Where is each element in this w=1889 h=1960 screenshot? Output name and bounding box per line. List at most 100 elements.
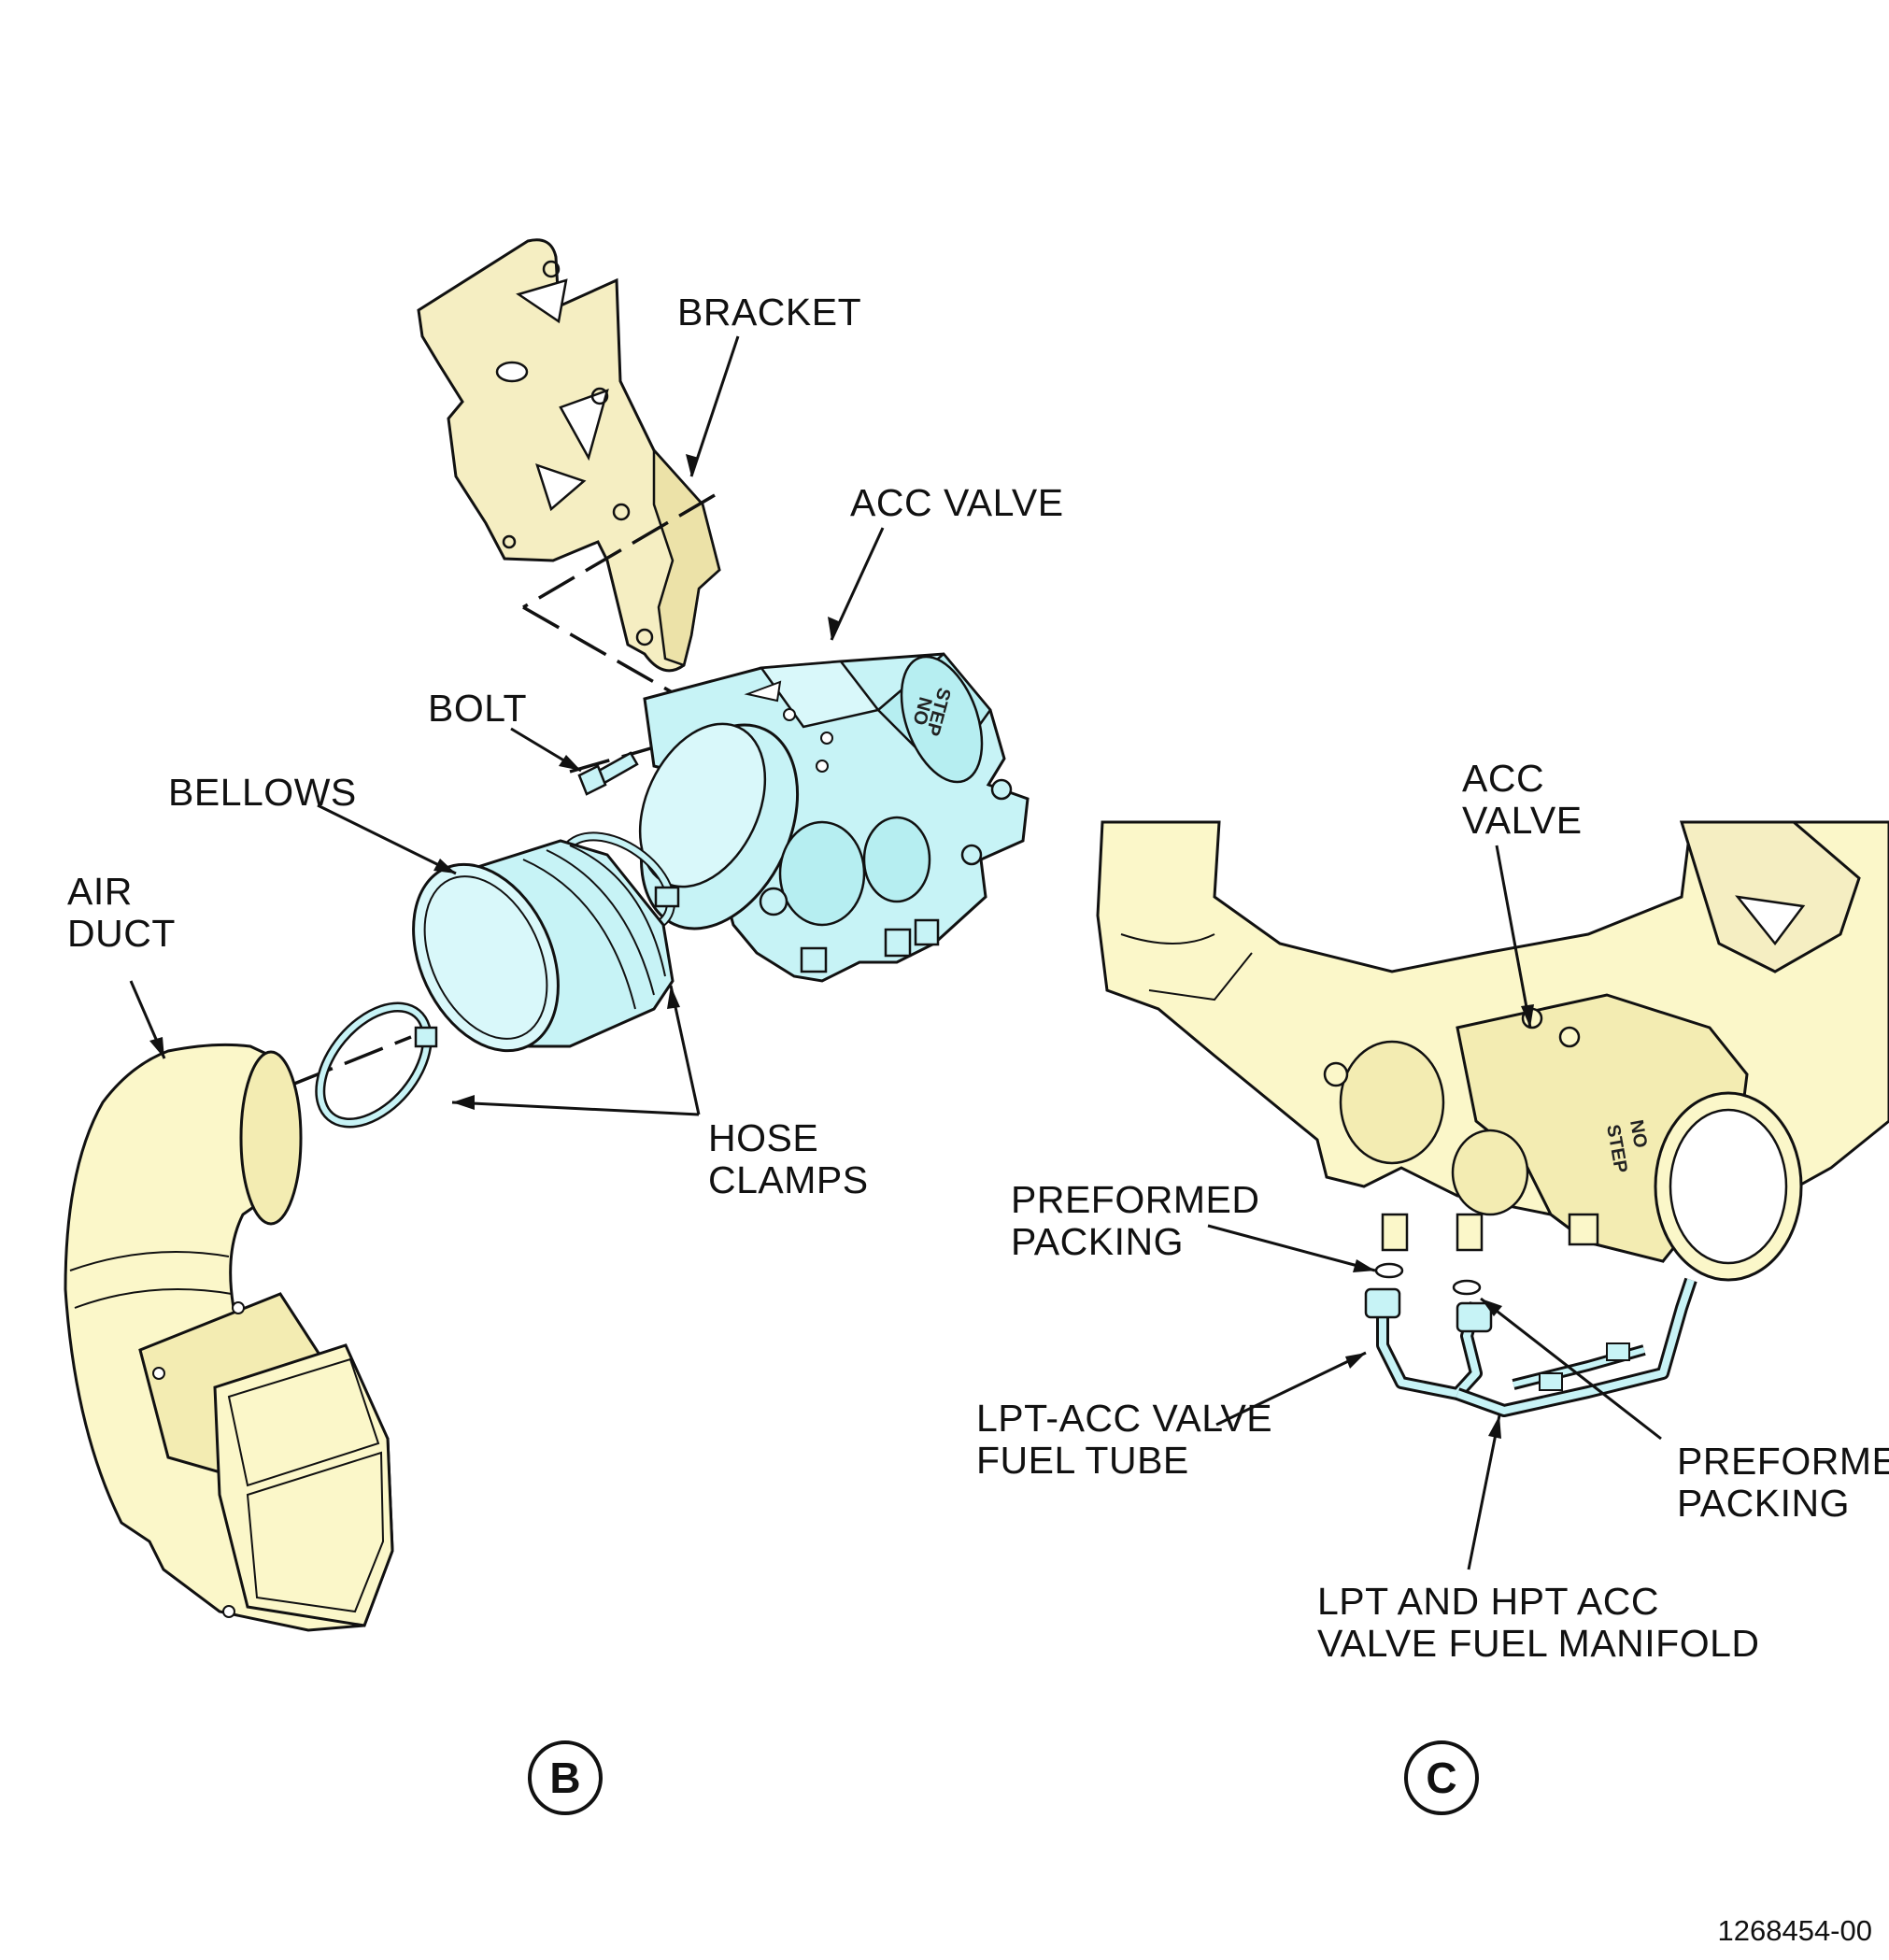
label-preformed-packing-right: PREFORMED [1677, 1440, 1889, 1483]
valve-fastener [816, 760, 829, 773]
bracket-c [1679, 820, 1861, 973]
duct-fastener [222, 1605, 235, 1618]
alignment-line [569, 746, 655, 774]
arrowhead [686, 454, 699, 476]
valve-fitting [990, 778, 1013, 801]
flow-arrow-icon [744, 680, 782, 703]
hose-clamp-lower [315, 1001, 438, 1129]
installed-view-c: NO STEP [1096, 820, 1889, 1296]
duct-fastener [232, 1301, 245, 1314]
label-air-duct: DUCT [67, 912, 176, 955]
lpt-hpt-acc-valve-fuel-manifold [1455, 1277, 1697, 1417]
lpt-hpt-acc-valve-fuel-manifold-fill [1456, 1278, 1695, 1414]
bellows [412, 839, 675, 1053]
bellows-convolution [522, 859, 636, 1010]
fuel-tubes [1364, 1277, 1697, 1417]
leader-acc-valve-b [830, 527, 885, 641]
label-acc-valve-c: ACC [1462, 757, 1544, 800]
no-step-stencil-c: NO [1626, 1118, 1651, 1149]
fitting-c [1568, 1213, 1599, 1246]
label-lpt-acc-valve-fuel-tube: LPT-ACC VALVE [976, 1397, 1272, 1440]
leader-preformed-packing-left [1207, 1224, 1376, 1272]
label-bellows: BELLOWS [168, 771, 357, 814]
bracket-bolt-hole [612, 503, 631, 521]
arrowhead [667, 986, 680, 1009]
label-hose-clamps: CLAMPS [708, 1158, 869, 1201]
label-preformed-packing-left: PREFORMED [1011, 1178, 1259, 1221]
valve-fitting [884, 928, 912, 958]
bellows-convolution [546, 849, 655, 996]
arrowhead [1481, 1299, 1502, 1316]
bolt-head [577, 764, 607, 796]
duct-fastener [152, 1367, 165, 1380]
actuator-c [1451, 1129, 1529, 1216]
bellows-convolution [569, 845, 666, 977]
bracket-cutout [559, 389, 609, 462]
manifold-clip [1606, 1342, 1630, 1361]
bracket-cutout [516, 278, 568, 324]
valve-fitting [759, 887, 788, 916]
arrowhead [828, 617, 841, 640]
label-hose-clamps: HOSE [708, 1116, 818, 1159]
clamp-band-fill [317, 1004, 431, 1126]
structure-edge [1148, 952, 1253, 1001]
leader-preformed-packing-right [1480, 1297, 1662, 1441]
view-c-letter: C [1426, 1754, 1456, 1802]
label-bracket: BRACKET [677, 291, 861, 334]
acc-valve-c-bore [1669, 1108, 1788, 1265]
arrowhead [433, 859, 456, 873]
valve-fitting [800, 946, 828, 973]
leader-bracket [689, 335, 740, 477]
valve-fastener [820, 731, 833, 745]
valve-fastener [783, 708, 796, 721]
tube-nut [1456, 1301, 1493, 1333]
arrowhead [149, 1037, 164, 1058]
tube-nut [1364, 1287, 1401, 1319]
acc-valve-b: NO STEP [638, 652, 1030, 983]
duct-seam [69, 1251, 230, 1271]
label-preformed-packing-right: PACKING [1677, 1482, 1850, 1525]
duct-inlet [239, 1050, 303, 1226]
leader-lpt-fuel-tube [1215, 1351, 1367, 1427]
fitting-c [1456, 1213, 1484, 1252]
valve-port [900, 655, 984, 784]
clamp-latch [654, 886, 680, 908]
valve-actuator [778, 820, 866, 927]
fitting-c [1323, 1061, 1349, 1087]
preformed-packing-left-ring [1374, 1262, 1404, 1279]
bracket-bolt-hole [590, 387, 609, 405]
preformed-packing-right-ring [1452, 1279, 1482, 1296]
callout-labels: BRACKET ACC VALVE BOLT BELLOWS AIR DUCT … [67, 291, 1889, 1665]
structure-edge [1120, 933, 1215, 944]
arrowhead [1345, 1353, 1366, 1369]
leader-bellows [317, 803, 457, 875]
leader-lines [129, 335, 1662, 1570]
bracket [417, 238, 721, 673]
leader-acc-valve-c [1495, 845, 1532, 1029]
view-b-circle [528, 1740, 603, 1815]
leader-manifold [1467, 1414, 1501, 1570]
bolt [577, 751, 639, 796]
arrowhead [1488, 1415, 1501, 1439]
valve-actuator [862, 816, 931, 903]
bracket-bolt-hole [502, 534, 517, 549]
alignment-line [522, 493, 716, 609]
manifold-clip [1539, 1372, 1563, 1391]
duct-seam [74, 1288, 233, 1309]
leader-hose-clamp-lower [451, 1101, 700, 1116]
fitting-c [1381, 1213, 1409, 1252]
label-lpt-acc-valve-fuel-tube: FUEL TUBE [976, 1439, 1189, 1482]
arrowhead [559, 755, 581, 771]
arrowhead [1353, 1259, 1375, 1272]
bracket-hole [495, 361, 529, 383]
duct-outlet-frame [246, 1451, 385, 1613]
bracket-cutout [535, 463, 587, 512]
view-b-letter: B [549, 1754, 580, 1802]
label-acc-valve-b: ACC VALVE [850, 481, 1064, 524]
duct-outlet-frame [227, 1357, 380, 1487]
label-manifold: LPT AND HPT ACC [1317, 1580, 1659, 1623]
alignment-line [293, 1035, 412, 1086]
valve-fitting [960, 844, 983, 866]
bracket-bolt-hole [635, 628, 654, 646]
